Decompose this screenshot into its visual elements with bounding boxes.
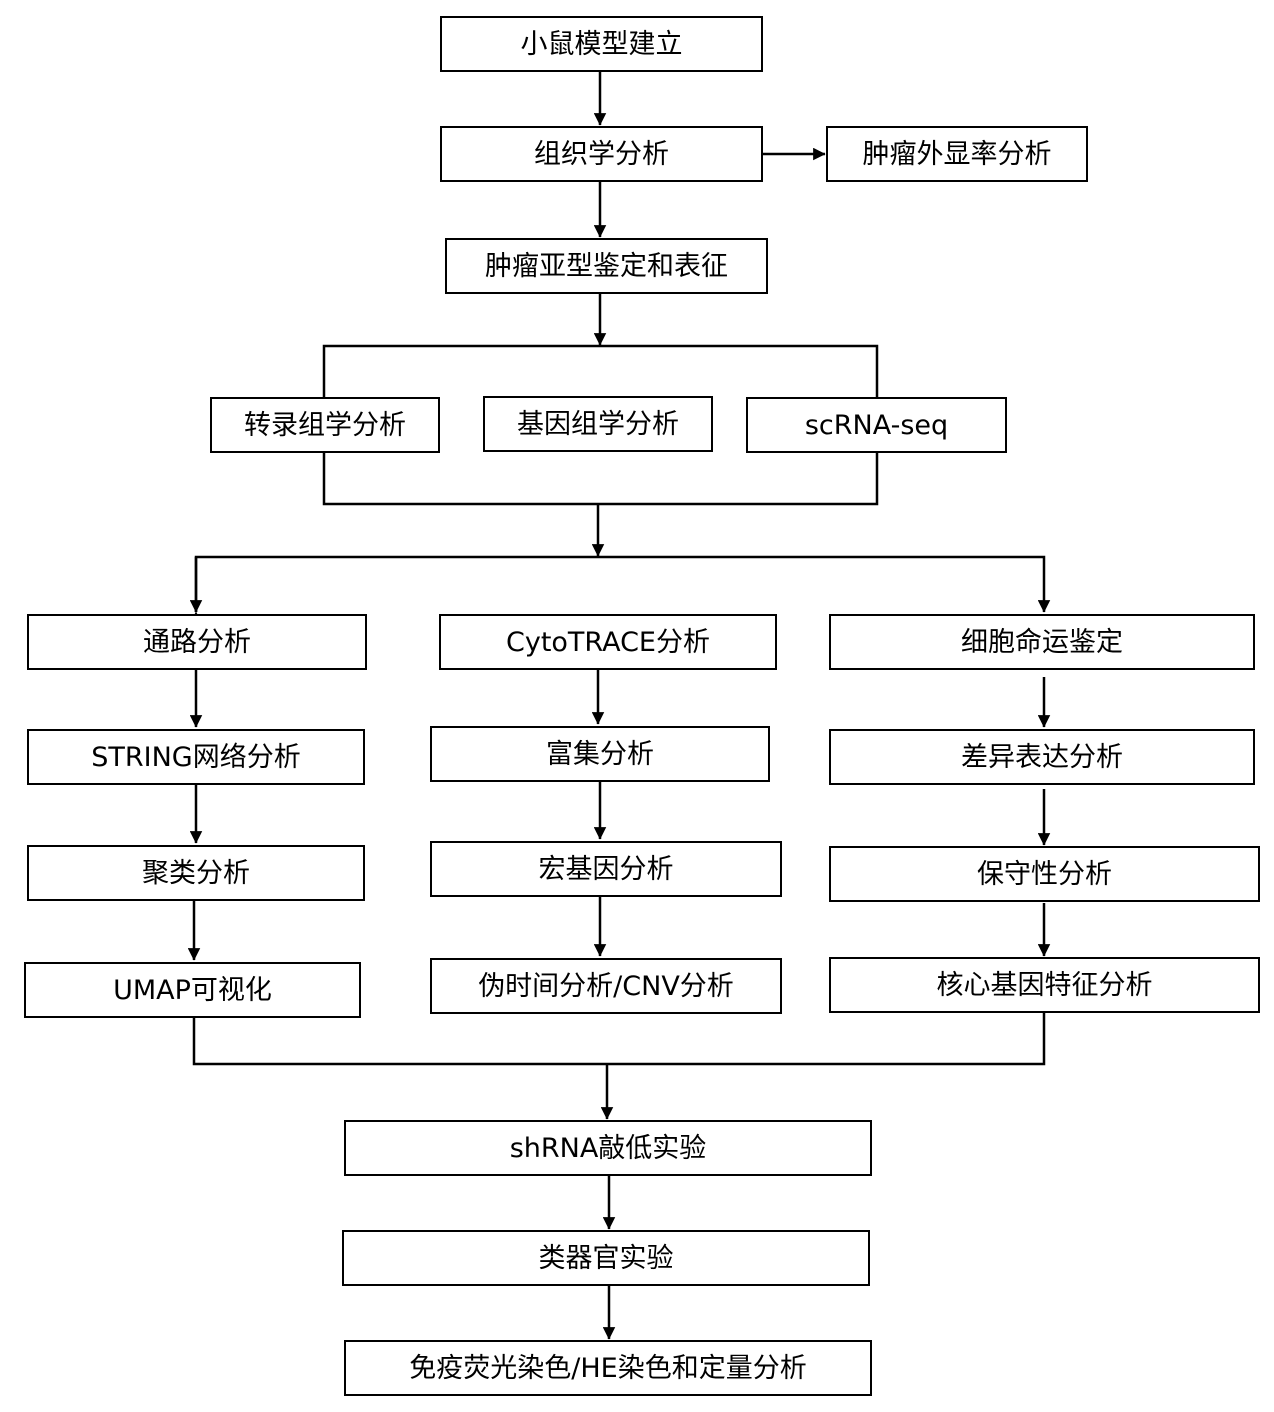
node-string: STRING网络分析 [27,729,365,785]
node-penetrance: 肿瘤外显率分析 [826,126,1088,182]
node-metagene: 宏基因分析 [430,841,782,897]
node-shrna: shRNA敲低实验 [344,1120,872,1176]
node-cellfate: 细胞命运鉴定 [829,614,1255,670]
bracket-omics-bottom [322,453,879,506]
node-enrichment: 富集分析 [430,726,770,782]
node-umap: UMAP可视化 [24,962,361,1018]
node-genomics: 基因组学分析 [483,396,713,452]
bracket-omics-top [322,344,879,398]
node-clustering: 聚类分析 [27,845,365,901]
node-staining: 免疫荧光染色/HE染色和定量分析 [344,1340,872,1396]
bracket-merge-line [192,1013,1046,1066]
node-pathway: 通路分析 [27,614,367,670]
node-conservation: 保守性分析 [829,846,1260,902]
branch-split-line [189,555,1051,624]
node-mouse-model: 小鼠模型建立 [440,16,763,72]
node-organoid: 类器官实验 [342,1230,870,1286]
node-transcriptomics: 转录组学分析 [210,397,440,453]
node-pseudotime: 伪时间分析/CNV分析 [430,958,782,1014]
node-diffexpr: 差异表达分析 [829,729,1255,785]
node-coregene: 核心基因特征分析 [829,957,1260,1013]
node-subtype: 肿瘤亚型鉴定和表征 [445,238,768,294]
node-histology: 组织学分析 [440,126,763,182]
node-cytotrace: CytoTRACE分析 [439,614,777,670]
node-scrnaseq: scRNA-seq [746,397,1007,453]
